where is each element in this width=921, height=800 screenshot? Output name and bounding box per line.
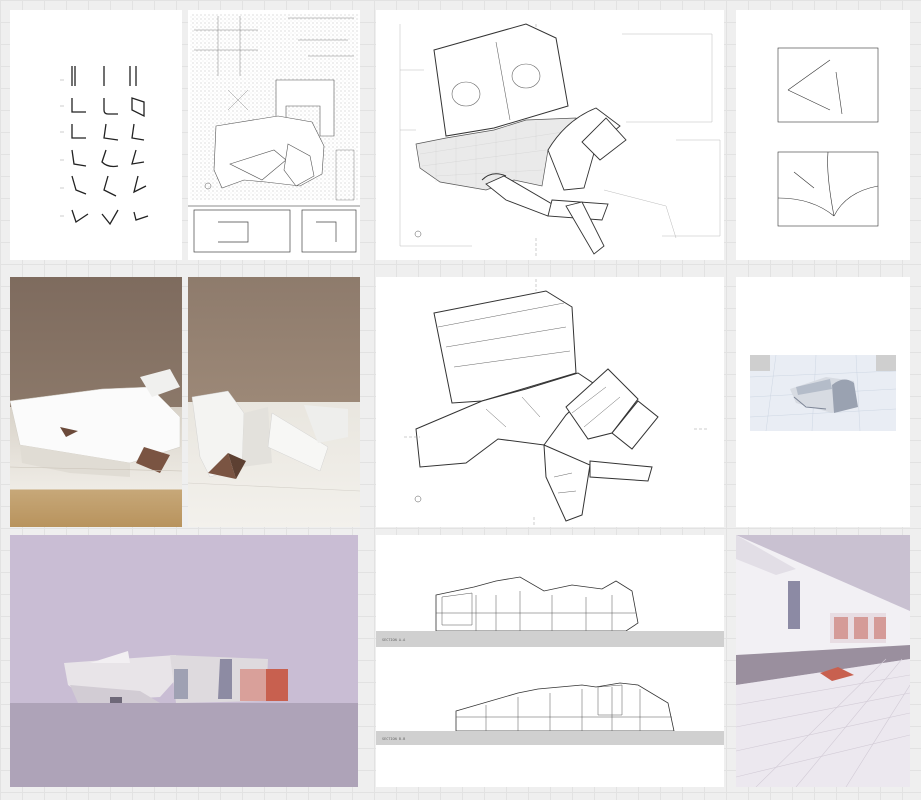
sections-svg: SECTION A-A SECTION B-B xyxy=(376,576,724,745)
north-arrow-icon xyxy=(414,230,422,238)
north-arrow-icon xyxy=(414,495,422,503)
upper-plan-svg xyxy=(404,279,708,525)
model-photo-side-svg xyxy=(10,369,182,477)
site-model-render[interactable] xyxy=(736,277,910,527)
ground-floor-plan[interactable] xyxy=(376,10,724,260)
elevation-render-svg xyxy=(10,651,358,787)
site-context-plan[interactable] xyxy=(188,10,360,260)
triangle-diagram-panel[interactable] xyxy=(736,10,910,260)
triangle-diagram-svg xyxy=(777,47,879,227)
wall-profile-studies-drawing[interactable] xyxy=(10,10,182,260)
underside-perspective-render[interactable] xyxy=(736,535,910,787)
section-a-label: SECTION A-A xyxy=(382,638,406,642)
site-model-render-svg xyxy=(749,354,897,432)
upper-floor-plan[interactable] xyxy=(376,277,724,527)
physical-model-photo-corner[interactable] xyxy=(188,277,360,527)
ground-plan-svg xyxy=(399,23,721,258)
model-photo-corner-svg xyxy=(188,390,360,492)
wall-profile-studies-svg xyxy=(60,66,149,226)
north-arrow-icon xyxy=(204,182,212,190)
physical-model-photo-side[interactable] xyxy=(10,277,182,527)
exterior-elevation-render[interactable] xyxy=(10,535,358,787)
section-b-label: SECTION B-B xyxy=(382,737,405,741)
building-sections[interactable]: SECTION A-A SECTION B-B xyxy=(376,535,724,787)
site-plan-svg xyxy=(188,14,360,253)
perspective-render-svg xyxy=(736,535,910,787)
